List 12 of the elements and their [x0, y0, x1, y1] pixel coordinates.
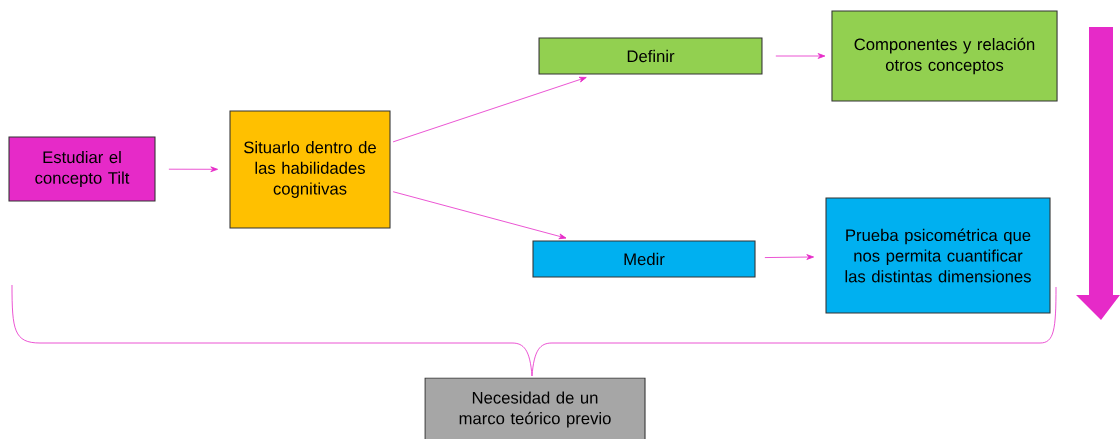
process-box: Estudiar el concepto Tilt [8, 136, 156, 202]
process-box: Componentes y relación otros conceptos [831, 10, 1058, 102]
arrow [168, 166, 218, 173]
summary-box: Necesidad de un marco teórico previo [424, 377, 646, 439]
process-box: Situarlo dentro de las habilidades cognitivas [229, 110, 391, 229]
arrow [775, 53, 826, 59]
arrow [764, 254, 814, 260]
process-box: Definir [538, 37, 763, 75]
process-box: Prueba psicométrica que nos permita cuantificar las distintas dimensiones [825, 197, 1051, 314]
arrow [392, 191, 567, 240]
process-box: Medir [532, 240, 756, 278]
arrow [392, 76, 587, 143]
